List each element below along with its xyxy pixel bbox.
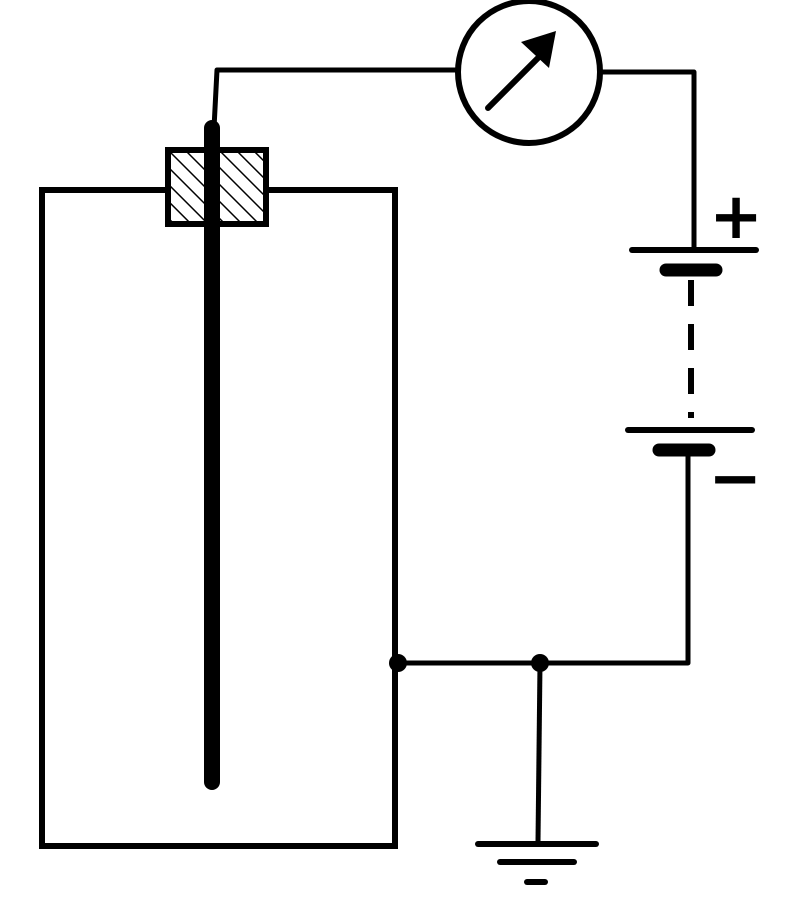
meter-needle — [485, 50, 546, 111]
ground-icon — [475, 662, 599, 885]
battery-positive-label: + — [709, 180, 763, 254]
battery: + − — [625, 180, 763, 516]
battery-negative-label: − — [708, 442, 762, 516]
meter-dial — [455, 0, 603, 146]
wire-meter-to-battery — [597, 69, 697, 251]
junction-dot-vessel — [389, 654, 407, 672]
meter — [455, 0, 603, 146]
meter-needle-arrowhead-icon — [521, 31, 556, 68]
wire-battery-to-vessel — [395, 449, 691, 666]
wire-rod-to-meter — [211, 67, 461, 131]
